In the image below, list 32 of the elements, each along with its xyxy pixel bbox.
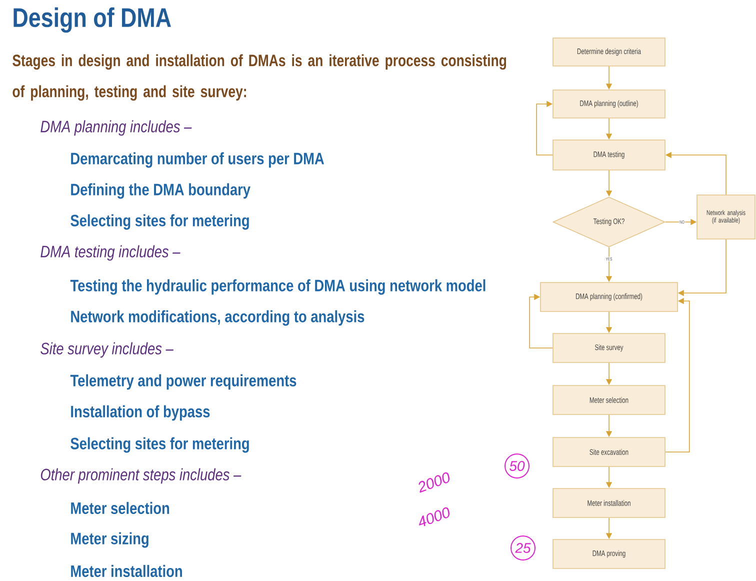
arrow: [529, 294, 553, 348]
list-item: Network modifications, according to analysis: [71, 310, 364, 326]
section-heading: DMA planning includes –: [40, 120, 192, 136]
process-box: Site excavation: [552, 437, 666, 467]
list-item: Selecting sites for metering: [70, 437, 249, 453]
list-item: Demarcating number of users per DMA: [71, 152, 324, 168]
list-item: Meter sizing: [71, 532, 148, 548]
process-box: DMA planning (confirmed): [540, 282, 678, 312]
list-item: Meter selection: [71, 502, 170, 514]
handwritten-number: 4000: [419, 507, 450, 526]
intro-paragraph: Stages in design and installation of DMAs is an iterative process consisting of planning, testing and site survey:: [12, 54, 506, 101]
process-box: DMA planning (outline): [552, 90, 666, 118]
section-heading: DMA testing includes –: [40, 245, 180, 261]
handwritten-number: 2000: [418, 472, 450, 493]
process-box: Meter installation: [552, 488, 666, 518]
arrow: [536, 100, 553, 156]
list-item: Testing the hydraulic performance of DMA using network model: [70, 279, 486, 295]
process-box: Determine design criteria: [552, 38, 666, 66]
process-box: Meter selection: [552, 385, 666, 415]
process-box: DMA testing: [552, 140, 666, 170]
list-item: Defining the DMA boundary: [71, 183, 250, 199]
list-item: Telemetry and power requirements: [70, 374, 296, 390]
list-item: Meter installation: [71, 564, 182, 578]
circled-number: 25: [510, 536, 536, 560]
process-box: DMA proving: [552, 539, 666, 569]
slide-title: Design of DMA: [14, 7, 171, 33]
process-box: Site survey: [552, 333, 666, 363]
section-heading: Other prominent steps includes –: [40, 468, 242, 484]
list-item: Installation of bypass: [71, 405, 210, 421]
circled-number: 50: [504, 454, 530, 478]
section-heading: Site survey includes –: [40, 342, 174, 358]
list-item: Selecting sites for metering: [70, 214, 249, 230]
